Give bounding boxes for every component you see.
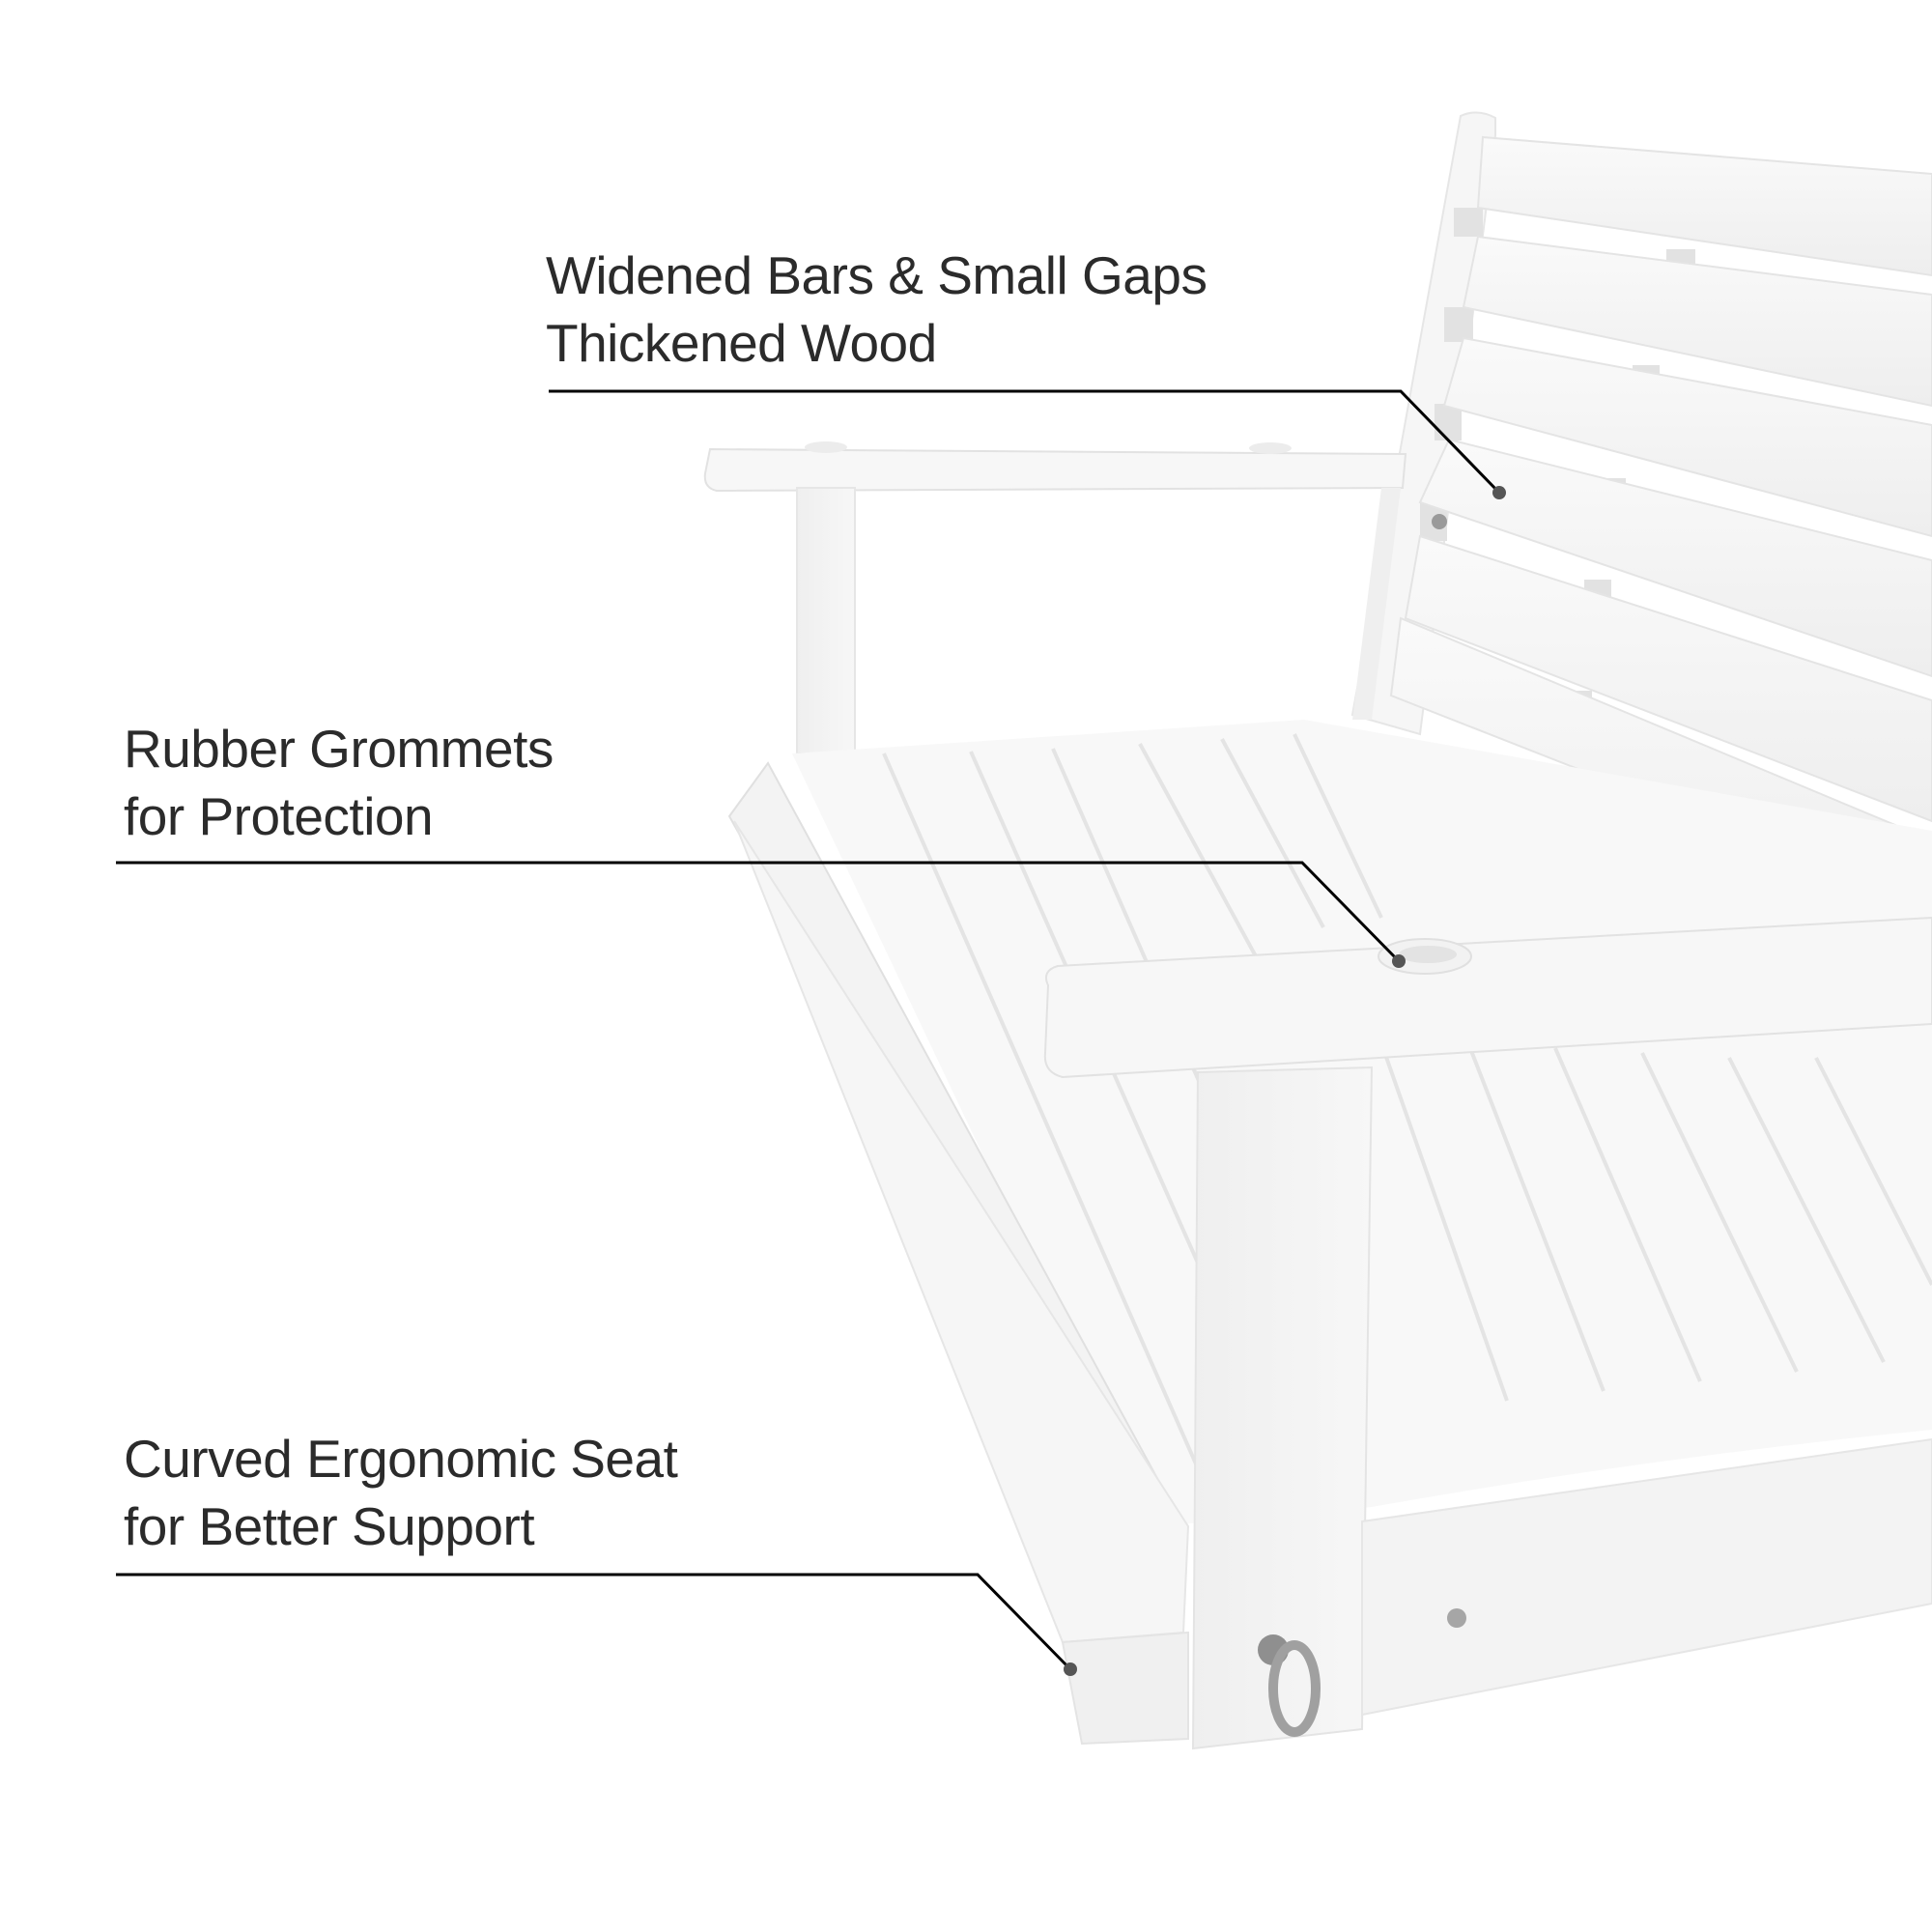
callout-backrest-line-2: Thickened Wood [546, 313, 937, 373]
screw-icon [1447, 1608, 1466, 1628]
callout-backrest-line-1: Widened Bars & Small Gaps [546, 245, 1208, 305]
callout-seat: Curved Ergonomic Seat for Better Support [124, 1425, 678, 1560]
eye-bolt-ring-icon [1258, 1634, 1321, 1737]
callout-backrest: Widened Bars & Small Gaps Thickened Wood [546, 242, 1208, 377]
callout-seat-line-2: for Better Support [124, 1496, 535, 1556]
bolt-icon [1432, 514, 1447, 529]
left-armrest [703, 441, 1407, 754]
callout-seat-line-1: Curved Ergonomic Seat [124, 1429, 678, 1489]
callout-grommets-line-1: Rubber Grommets [124, 719, 554, 779]
callout-grommets: Rubber Grommets for Protection [124, 715, 554, 850]
callout-grommets-line-2: for Protection [124, 786, 434, 846]
